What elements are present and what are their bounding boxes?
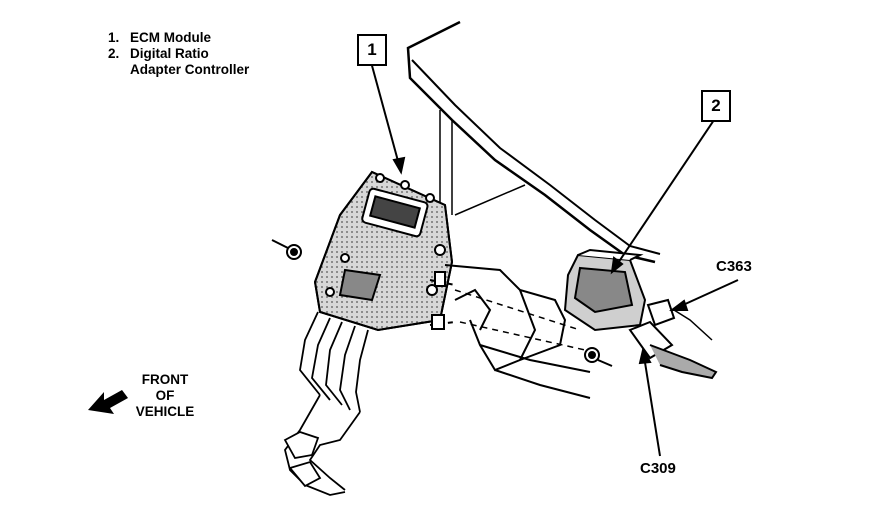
c363-connector: [646, 298, 713, 341]
front-of-vehicle-label: FRONT OF VEHICLE: [120, 372, 210, 420]
front-label-line1: FRONT: [141, 372, 189, 387]
legend-number: 1.: [108, 30, 120, 45]
legend-number: 2.: [108, 46, 120, 61]
front-direction-arrow: [88, 390, 128, 414]
legend-item-drac-line2: Adapter Controller: [108, 62, 249, 78]
callout-box-1: 1: [357, 34, 387, 66]
ecm-mounting-nut: [271, 239, 302, 260]
leader-lines: [370, 61, 739, 457]
drac-module: [563, 248, 647, 332]
legend-item-ecm: 1. ECM Module: [108, 30, 249, 46]
legend-item-drac: 2. Digital Ratio: [108, 46, 249, 62]
front-label-line2: OF: [155, 388, 175, 403]
bracket-nut: [584, 347, 613, 367]
mounting-bracket: [429, 264, 591, 399]
parts-legend: 1. ECM Module 2. Digital Ratio Adapter Con…: [108, 30, 249, 78]
ecm-module: [313, 170, 454, 332]
c363-label: C363: [716, 258, 752, 275]
legend-label: ECM Module: [130, 30, 211, 45]
legend-label: Digital Ratio: [130, 46, 209, 61]
legend-label-continued: Adapter Controller: [130, 62, 250, 77]
front-label-line3: VEHICLE: [135, 404, 195, 419]
ecm-wiring-harness: [283, 311, 369, 496]
c309-label: C309: [640, 460, 676, 477]
callout-box-2: 2: [701, 90, 731, 122]
